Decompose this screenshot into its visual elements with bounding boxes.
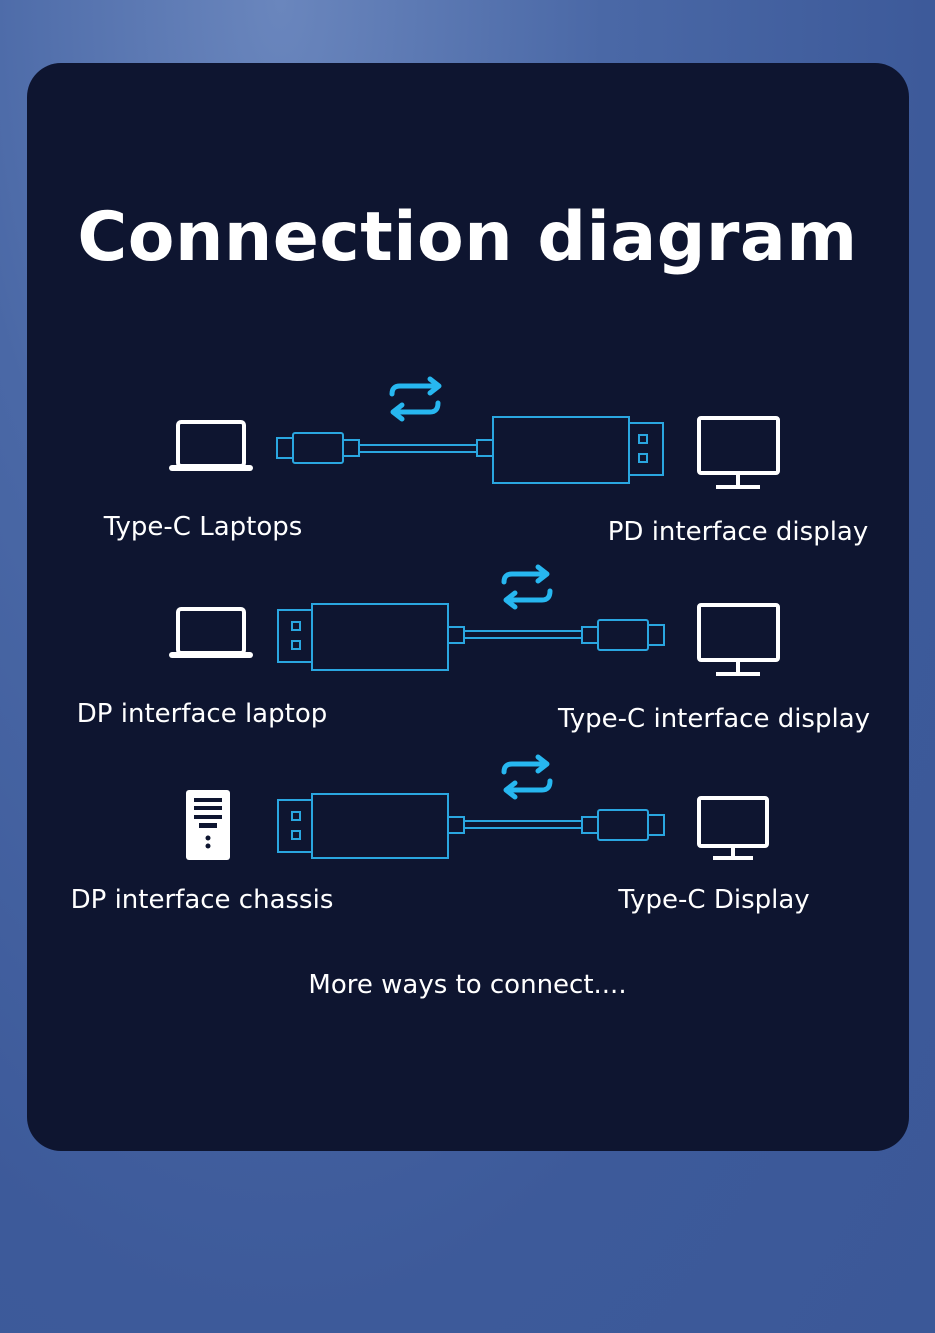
laptop-icon [169,607,253,658]
more-ways-text: More ways to connect.... [308,970,627,1000]
usb-c-to-dp-cable [276,416,664,484]
row3-source-label: DP interface chassis [70,885,334,915]
row2-source-label: DP interface laptop [76,699,328,729]
dp-to-usb-c-cable [277,603,665,671]
row3-target-label: Type-C Display [618,885,810,915]
dp-to-usb-c-cable [277,793,665,859]
row1-source-label: Type-C Laptops [103,512,303,542]
monitor-icon [697,416,780,489]
page-title: Connection diagram [77,198,858,277]
row2-target-label: Type-C interface display [557,704,871,734]
swap-arrows-icon [501,754,553,800]
swap-arrows-icon [501,564,553,610]
monitor-icon [697,796,769,860]
swap-arrows-icon [389,376,442,422]
monitor-icon [697,603,780,676]
row1-target-label: PD interface display [607,517,869,547]
pc-tower-icon [186,790,230,860]
laptop-icon [169,420,253,471]
